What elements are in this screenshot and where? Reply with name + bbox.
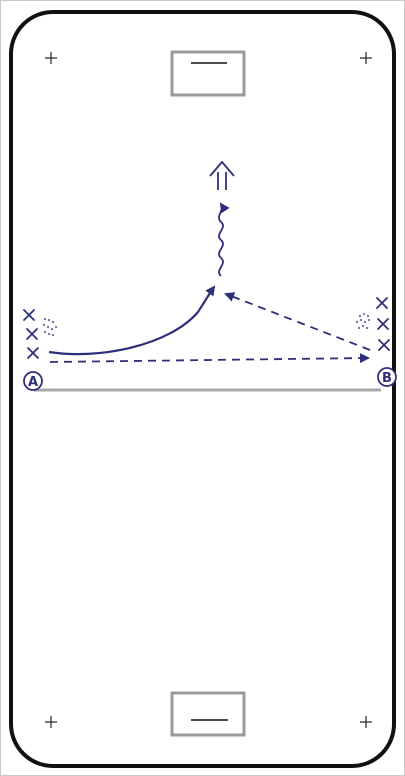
right-players xyxy=(376,297,390,351)
top-goal xyxy=(170,50,246,97)
corner-marks xyxy=(45,52,372,728)
player-a: A xyxy=(23,371,43,391)
corner-plus-bottom-left xyxy=(45,716,57,728)
x-mark xyxy=(23,309,35,321)
left-players xyxy=(23,309,39,359)
skate-path xyxy=(48,285,216,356)
x-mark xyxy=(378,339,390,351)
x-mark xyxy=(27,347,39,359)
bottom-goal xyxy=(170,691,246,737)
x-mark xyxy=(376,297,388,309)
svg-text:A: A xyxy=(28,375,38,390)
x-mark xyxy=(377,318,389,330)
player-b: B xyxy=(377,367,397,387)
double-arrow-up-icon xyxy=(209,161,235,190)
pass-b-to-center xyxy=(224,292,371,351)
dotted-cone-icon xyxy=(355,312,371,330)
dotted-cone-icon xyxy=(42,317,58,337)
corner-plus-top-right xyxy=(360,52,372,64)
pass-a-to-b xyxy=(49,353,370,364)
svg-text:B: B xyxy=(382,371,392,386)
x-mark xyxy=(26,328,38,340)
rink-outline xyxy=(9,10,396,768)
stickhandle-path xyxy=(218,202,230,277)
corner-plus-top-left xyxy=(45,52,57,64)
corner-plus-bottom-right xyxy=(360,716,372,728)
